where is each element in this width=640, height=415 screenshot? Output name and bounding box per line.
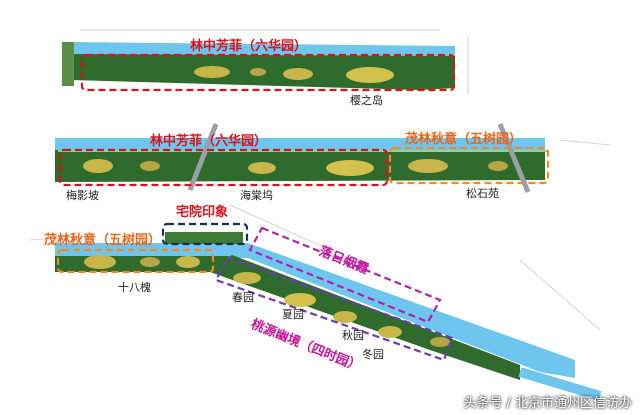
garden-node [283, 68, 313, 80]
zone-box-taoyuan [214, 256, 454, 362]
zone-label-zhaiyuan: 宅院印象 [176, 205, 229, 220]
bank-top-left [62, 42, 74, 86]
zone-label-bot-maolin: 茂林秋意（五树园） [44, 233, 162, 248]
park-strip-bottom-diag [210, 255, 520, 380]
garden-node [233, 272, 261, 284]
place-label-qiuyuan: 秋园 [342, 329, 364, 342]
garden-node [140, 161, 160, 171]
bridge-middle-1 [187, 123, 219, 191]
zone-box-bot-maolin [56, 248, 215, 274]
segment-middle [55, 123, 550, 193]
garden-node [378, 326, 402, 338]
garden-node [84, 255, 116, 269]
zone-box-mid-linzhong [58, 148, 389, 187]
place-label-xiayuan: 夏园 [282, 308, 304, 321]
place-label-dongyuan: 冬园 [362, 348, 384, 361]
place-label-songshiyuan: 松石苑 [466, 187, 499, 200]
place-label-chunyuan: 春园 [232, 291, 254, 304]
park-strip-middle [55, 150, 545, 182]
zone-label-mid-linzhong: 林中芳菲（六华园） [150, 134, 268, 149]
watermark: 头条号 / 北京市通州区信访办 [463, 396, 632, 411]
zone-label-mid-maolin: 茂林秋意（五树园） [405, 132, 523, 147]
garden-node [176, 256, 200, 268]
garden-node [250, 68, 266, 76]
zone-box-mid-maolin [388, 146, 550, 185]
site-lines [29, 29, 611, 331]
garden-node [140, 257, 160, 267]
zone-label-top-linzhong: 林中芳菲（六华园） [190, 39, 308, 54]
garden-node [408, 159, 448, 173]
garden-node [194, 66, 230, 78]
garden-node [248, 162, 276, 174]
segment-bottom [55, 222, 602, 401]
garden-node [333, 311, 357, 323]
place-label-yingzhidao: 樱之岛 [350, 94, 383, 107]
place-label-haitangwu: 海棠坞 [240, 189, 273, 202]
place-label-meiyingpo: 梅影坡 [66, 189, 99, 202]
garden-node [346, 67, 394, 83]
garden-node [83, 159, 113, 173]
zhaiyuan-block [165, 232, 243, 244]
river-top [70, 42, 455, 56]
segment-top [62, 42, 456, 92]
garden-node [488, 161, 508, 171]
place-label-shibahuai: 十八槐 [118, 281, 151, 294]
garden-node [284, 293, 316, 307]
river-bottom-tail [518, 367, 602, 401]
garden-node [430, 337, 450, 347]
zone-box-zhaiyuan [161, 222, 249, 246]
bridge-middle-2 [497, 123, 531, 193]
zone-box-top-linzhong [80, 53, 456, 92]
garden-node [326, 160, 374, 176]
